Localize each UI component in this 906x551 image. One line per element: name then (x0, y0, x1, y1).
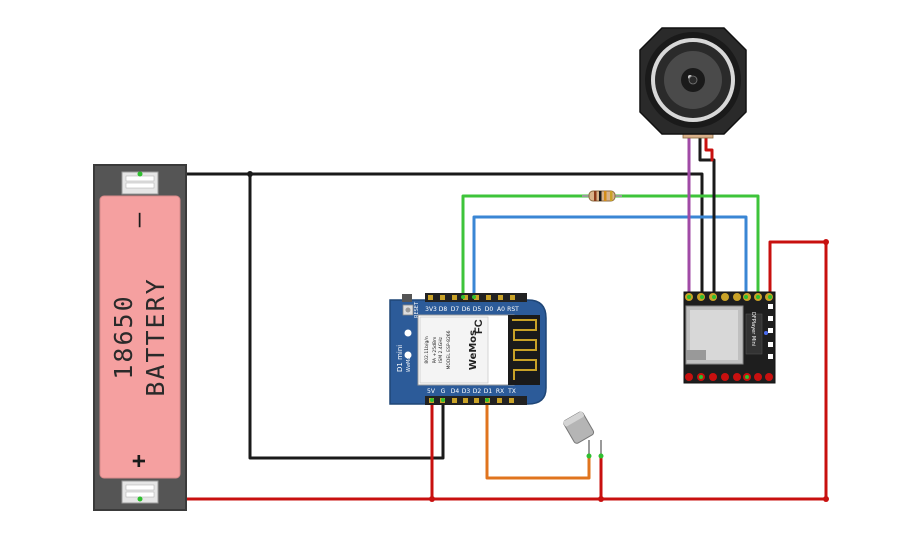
reset-label: RESET (414, 301, 420, 318)
pin-label-rx: RX (496, 388, 504, 395)
pin-label-rst: RST (507, 306, 519, 313)
wire-blue-d5 (472, 215, 748, 298)
pin-label-d4: D4 (451, 388, 460, 395)
junction-dot (247, 171, 253, 177)
fcc-mark: FC (473, 319, 485, 334)
battery-label-line1: 18650 (109, 294, 138, 379)
board-maker: WeMos (406, 354, 412, 372)
battery-minus-sign: – (122, 212, 152, 227)
pin-label-a0: A0 (497, 306, 505, 313)
battery-holder: – + 18650 BATTERY (93, 164, 187, 511)
module-wifi: 802.11b/g/n (424, 336, 430, 363)
wire-orange-d1 (485, 396, 591, 480)
pin-label-d8: D8 (439, 306, 448, 313)
junction-dot (823, 496, 829, 502)
pin-label-d1: D1 (484, 388, 493, 395)
junction-dot (598, 496, 604, 502)
board-name: D1 mini (396, 345, 404, 372)
pin-label-d6: D6 (462, 306, 471, 313)
wires (138, 134, 829, 502)
wemos-d1-mini: 3V3 D8 D7 D6 D5 D0 A0 RST 5V G D4 D3 D2 … (389, 293, 547, 405)
wire-red-speaker (704, 134, 714, 162)
battery-label-line2: BATTERY (141, 277, 170, 396)
module-model: MODEL ESP-8266 (446, 330, 452, 369)
junction-dot (429, 496, 435, 502)
pin-label-d0: D0 (485, 306, 494, 313)
brand-logo: WeMos (468, 330, 479, 370)
wire-green-rx (612, 194, 760, 298)
battery-plus-sign: + (126, 454, 153, 468)
pin-label-3v3: 3V3 (425, 306, 437, 313)
wire-black-battery-minus (138, 172, 704, 298)
pin-label-d3: D3 (462, 388, 471, 395)
resistor (582, 190, 622, 202)
wire-green-d6 (461, 194, 592, 298)
module-power: PA +25dBm (432, 337, 438, 364)
pin-label-d7: D7 (451, 306, 460, 313)
junction-dot (823, 239, 829, 245)
speaker (639, 27, 747, 139)
dfplayer-name: DFPlayer Mini (750, 312, 756, 346)
top-pins (428, 295, 515, 300)
tilt-switch (563, 411, 604, 459)
pin-label-d5: D5 (473, 306, 482, 313)
pin-label-tx: TX (507, 388, 516, 395)
module-freq: ISM 2.4GHz (438, 336, 444, 363)
dfplayer-mini: DFPlayer Mini (683, 291, 776, 384)
wire-black-speaker (698, 134, 716, 298)
pin-label-5v: 5V (427, 388, 436, 395)
pin-label-d2: D2 (473, 388, 482, 395)
pin-label-g: G (441, 388, 446, 395)
wire-black-ground-loop (248, 172, 445, 460)
